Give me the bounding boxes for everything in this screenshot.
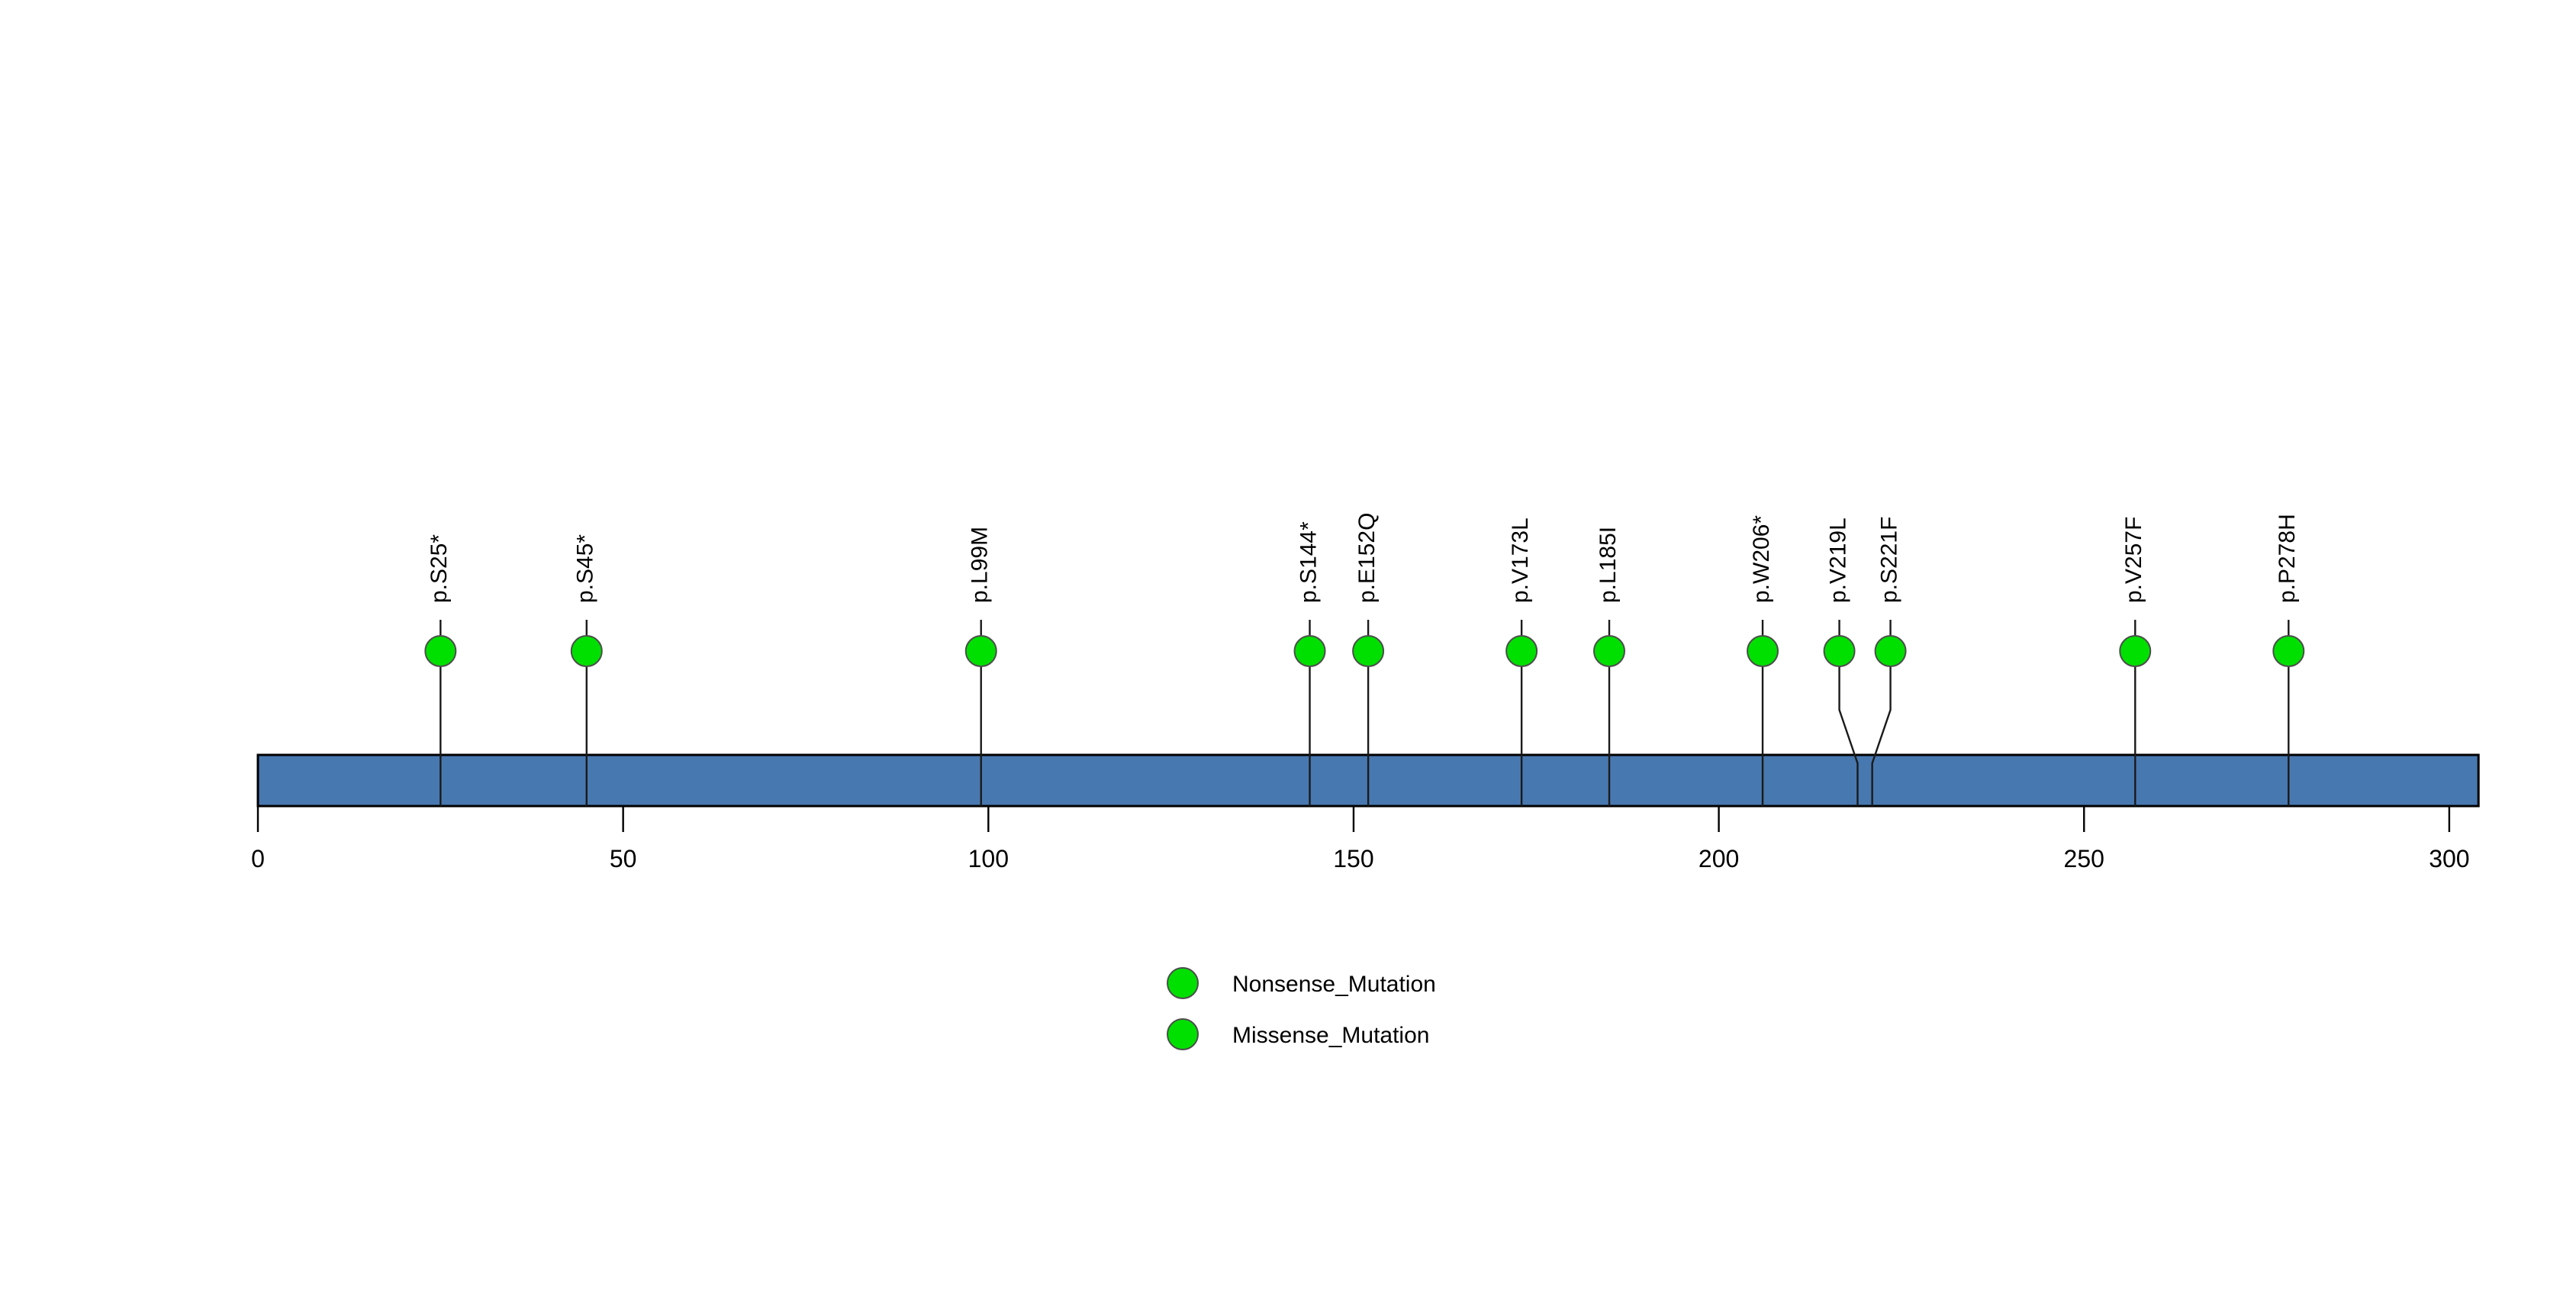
- lollipop-pW206[interactable]: p.W206*: [1747, 515, 1779, 806]
- axis-tick-label: 0: [251, 845, 265, 872]
- lollipop-marker[interactable]: [1505, 635, 1538, 667]
- lollipop-marker[interactable]: [1874, 635, 1907, 667]
- lollipop-pV219L[interactable]: p.V219L: [1823, 518, 1859, 806]
- legend-item-missense-mutation[interactable]: Missense_Mutation: [1167, 1018, 1429, 1050]
- lollipop-marker[interactable]: [964, 635, 997, 667]
- lollipop-marker[interactable]: [424, 635, 457, 667]
- lollipop-label: p.S25*: [427, 534, 452, 603]
- axis-tick-label: 50: [610, 845, 637, 872]
- lollipop-pP278H[interactable]: p.P278H: [2272, 514, 2305, 806]
- legend-label: Nonsense_Mutation: [1232, 972, 1436, 997]
- legend-swatch: [1167, 1018, 1199, 1050]
- lollipop-label: p.V219L: [1825, 518, 1850, 603]
- lollipop-label: p.L185I: [1596, 527, 1621, 603]
- lollipop-marker[interactable]: [1823, 635, 1856, 667]
- axis-tick-label: 300: [2429, 845, 2469, 872]
- lollipop-pV173L[interactable]: p.V173L: [1505, 518, 1538, 806]
- lollipop-marker[interactable]: [2272, 635, 2305, 667]
- lollipop-marker[interactable]: [1352, 635, 1385, 667]
- lollipop-pS221F[interactable]: p.S221F: [1871, 517, 1907, 806]
- lollipop-marker[interactable]: [1293, 635, 1326, 667]
- lollipop-pS144[interactable]: p.S144*: [1293, 521, 1326, 806]
- lollipop-pL99M[interactable]: p.L99M: [964, 527, 997, 806]
- axis-tick-label: 250: [2064, 845, 2104, 872]
- lollipop-label: p.P278H: [2275, 514, 2300, 603]
- mutation-lollipops: p.S25* p.S45* p.L99M p.S144* p.E152Q p.V173L p…: [424, 513, 2305, 806]
- legend-item-nonsense-mutation[interactable]: Nonsense_Mutation: [1167, 967, 1436, 999]
- lollipop-label: p.S221F: [1876, 517, 1901, 603]
- x-axis: 0 50 100 150 200 250 300: [251, 806, 2470, 872]
- lollipop-marker[interactable]: [1593, 635, 1626, 667]
- lollipop-label: p.S45*: [573, 534, 598, 603]
- axis-tick-label: 100: [968, 845, 1009, 872]
- lollipop-pS45[interactable]: p.S45*: [570, 534, 603, 806]
- lollipop-label: p.V257F: [2121, 517, 2146, 603]
- legend-label: Missense_Mutation: [1232, 1023, 1429, 1048]
- lollipop-label: p.L99M: [968, 527, 993, 603]
- legend-swatch: [1167, 967, 1199, 999]
- lollipop-marker[interactable]: [1747, 635, 1779, 667]
- lollipop-pE152Q[interactable]: p.E152Q: [1352, 513, 1385, 806]
- lollipop-pL185I[interactable]: p.L185I: [1593, 527, 1626, 806]
- lollipop-label: p.V173L: [1508, 518, 1533, 603]
- lollipop-pS25[interactable]: p.S25*: [424, 534, 457, 806]
- lollipop-pV257F[interactable]: p.V257F: [2119, 517, 2152, 806]
- lollipop-label: p.E152Q: [1354, 513, 1380, 603]
- lollipop-label: p.S144*: [1296, 521, 1321, 603]
- lollipop-marker[interactable]: [570, 635, 603, 667]
- axis-tick-label: 150: [1333, 845, 1373, 872]
- lollipop-marker[interactable]: [2119, 635, 2152, 667]
- axis-tick-label: 200: [1699, 845, 1739, 872]
- lollipop-label: p.W206*: [1749, 515, 1774, 603]
